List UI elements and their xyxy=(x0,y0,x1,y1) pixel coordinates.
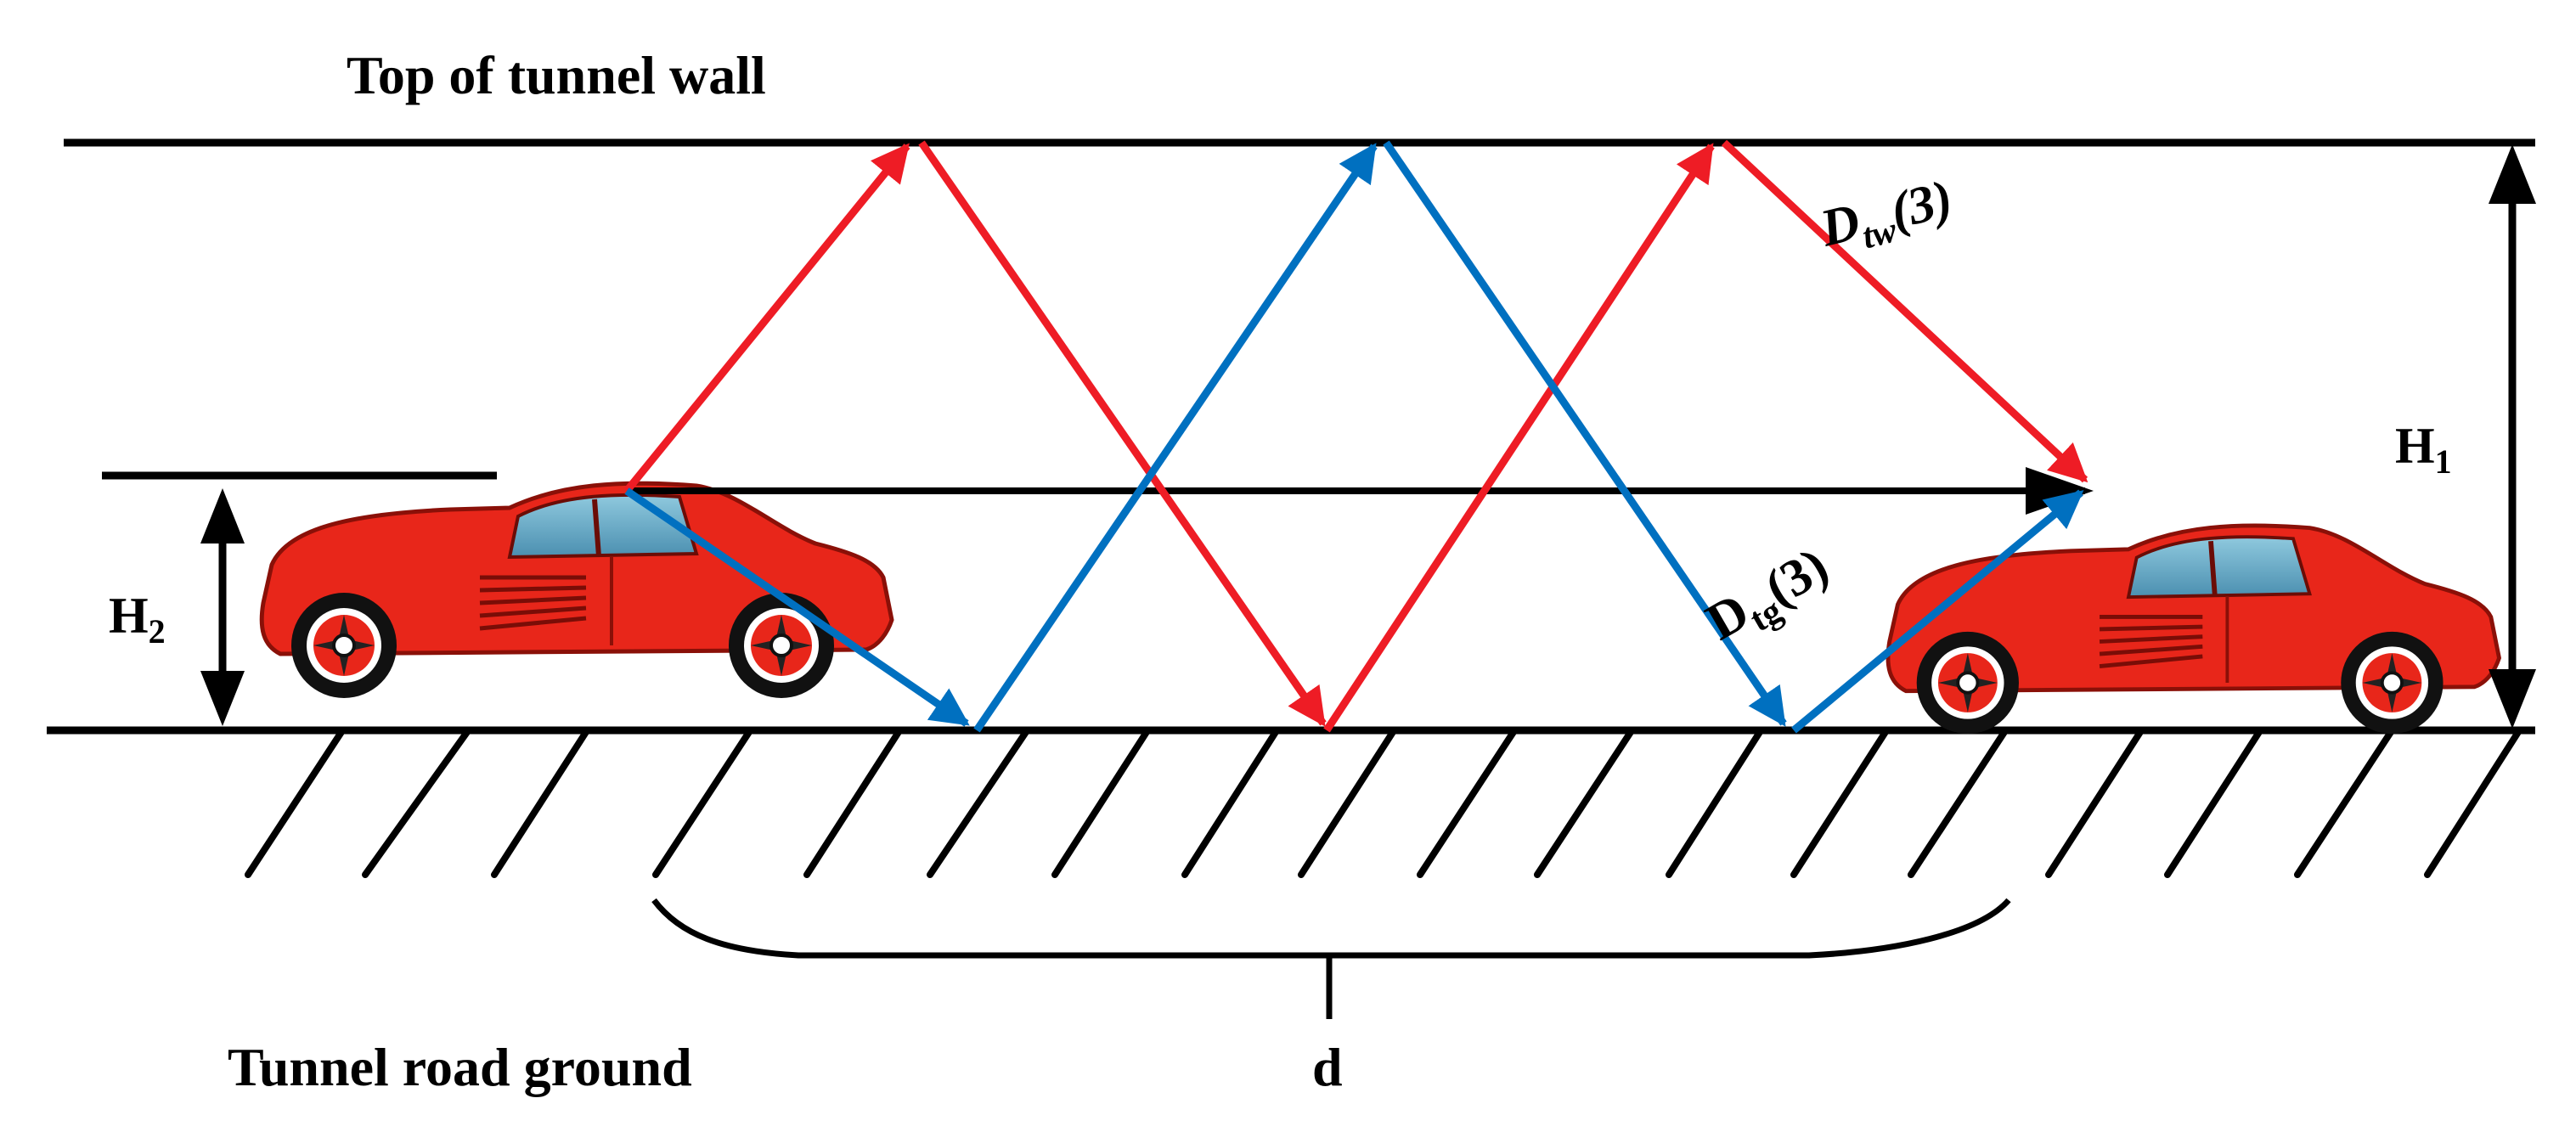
ground-hatching-under-rays xyxy=(1417,729,1517,878)
dtg-label: Dtg(3) xyxy=(1697,537,1842,659)
h1-arrowhead-down xyxy=(2489,669,2536,729)
transmitter-car-icon xyxy=(262,483,892,698)
h2-arrowhead-up xyxy=(200,488,245,543)
distance-label: d xyxy=(1312,1037,1343,1097)
dtw-label: Dtw(3) xyxy=(1814,170,1960,267)
receiver-car-icon xyxy=(1888,526,2500,734)
distance-bracket xyxy=(651,898,2011,959)
ground-hatching xyxy=(245,729,2522,878)
wall-reflection-ray xyxy=(623,139,2088,733)
h1-arrowhead-up xyxy=(2489,144,2536,204)
h2-label: H2 xyxy=(109,588,166,650)
h1-label: H1 xyxy=(2395,418,2452,481)
h2-arrowhead-down xyxy=(200,671,245,726)
ground-label: Tunnel road ground xyxy=(228,1037,692,1097)
ground-reflection-ray xyxy=(624,140,2084,734)
top-wall-label: Top of tunnel wall xyxy=(347,45,766,105)
